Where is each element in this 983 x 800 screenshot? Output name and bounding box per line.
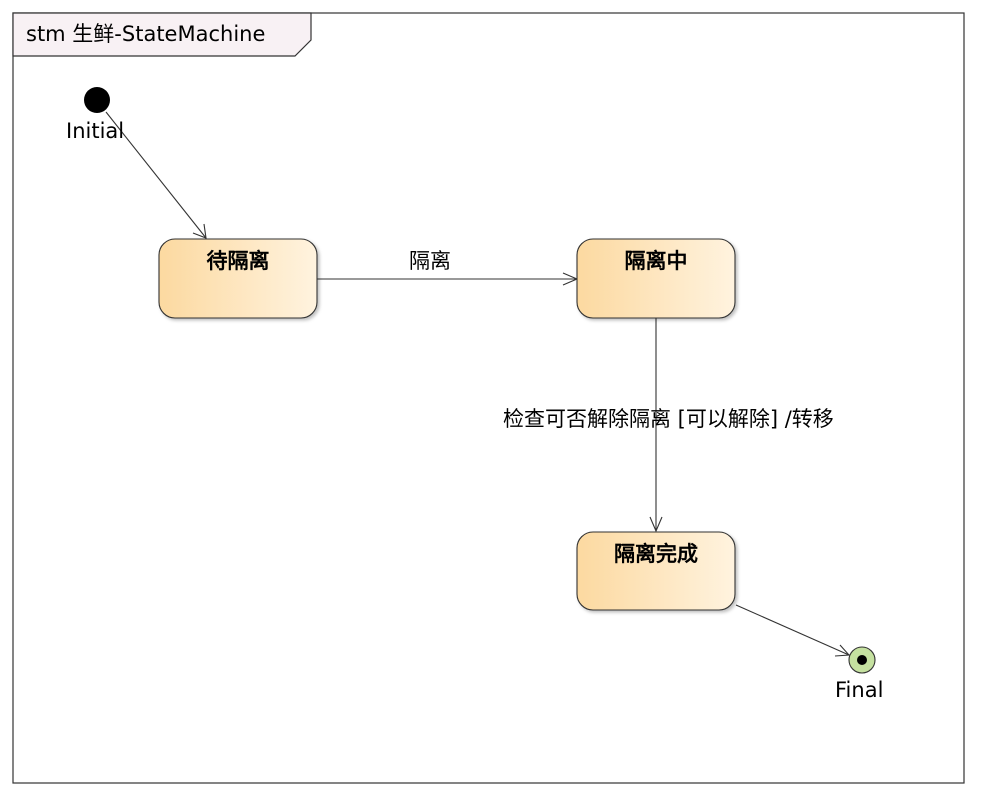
state-done[interactable]: 隔离完成 (576, 531, 736, 611)
arrowhead-icon (649, 516, 663, 533)
final-label: Final (835, 678, 883, 702)
state-name: 隔离中 (625, 249, 688, 273)
arrowhead-icon (834, 644, 851, 657)
initial-label: Initial (66, 119, 124, 143)
final-pseudostate[interactable]: Final (835, 646, 883, 702)
arrowhead-icon (192, 223, 207, 239)
transition-label-quarantine: 隔离 (409, 249, 451, 273)
state-name: 待隔离 (207, 249, 270, 273)
state-name: 隔离完成 (614, 542, 698, 566)
transition-pending-to-quarantining[interactable]: 隔离 (317, 249, 579, 286)
final-node-inner-icon (857, 655, 867, 665)
state-quarantining[interactable]: 隔离中 (576, 238, 736, 319)
transition-initial-to-pending[interactable] (105, 111, 207, 239)
transition-done-to-final[interactable] (735, 604, 851, 657)
diagram-frame: stm 生鲜-StateMachine (12, 12, 965, 784)
transition-label-check-release: 检查可否解除隔离 [可以解除] /转移 (503, 407, 834, 431)
frame-title: stm 生鲜-StateMachine (26, 22, 265, 46)
transition-quarantining-to-done[interactable]: 检查可否解除隔离 [可以解除] /转移 (503, 318, 834, 533)
state-pending[interactable]: 待隔离 (158, 238, 318, 319)
frame-title-tab (12, 12, 312, 57)
initial-node-icon (84, 87, 110, 113)
initial-pseudostate[interactable]: Initial (66, 87, 124, 143)
